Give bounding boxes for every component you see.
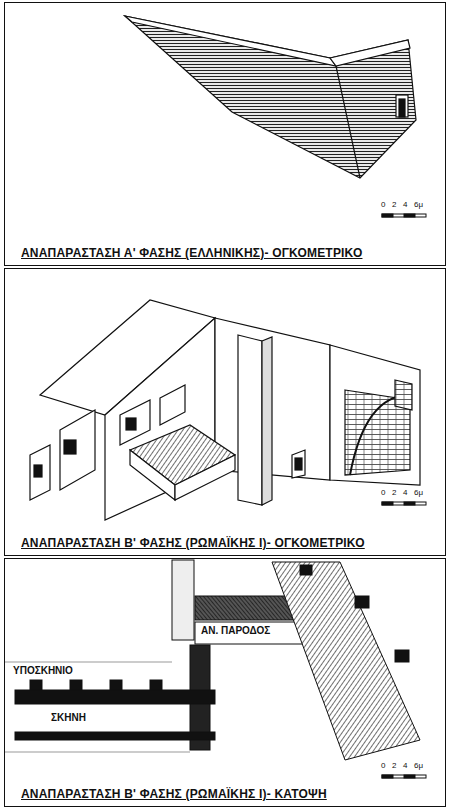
drawing-panel: ΑΝΑΠΑΡΑΣΤΑΣΗ Β' ΦΑΣΗΣ (ΡΩΜΑΪΚΗΣ Ι)- ΟΓΚΟ… [4, 268, 446, 556]
scale-number: 6μ [413, 201, 424, 210]
drawing-panel: ΑΝΑΠΑΡΑΣΤΑΣΗ Β' ΦΑΣΗΣ (ΡΩΜΑΪΚΗΣ Ι)- ΚΑΤΟ… [4, 558, 446, 807]
scale-number: 6μ [413, 762, 424, 771]
passage-label: ΑΝ. ΠΑΡΟΔΟΣ [200, 625, 271, 636]
panel-caption: ΑΝΑΠΑΡΑΣΤΑΣΗ Β' ΦΑΣΗΣ (ΡΩΜΑΪΚΗΣ Ι)- ΟΓΚΟ… [21, 536, 365, 550]
scale-number: 2 [391, 201, 397, 210]
scale-number: 6μ [413, 489, 424, 498]
drawing-panel: ΑΝΑΠΑΡΑΣΤΑΣΗ Α' ΦΑΣΗΣ (ΕΛΛΗΝΙΚΗΣ)- ΟΓΚΟΜ… [4, 2, 446, 266]
scale-number: 4 [402, 201, 408, 210]
scale-number: 0 [380, 762, 386, 771]
panel-caption: ΑΝΑΠΑΡΑΣΤΑΣΗ Α' ΦΑΣΗΣ (ΕΛΛΗΝΙΚΗΣ)- ΟΓΚΟΜ… [21, 246, 362, 260]
scale-number: 4 [402, 489, 408, 498]
scale-number: 0 [380, 489, 386, 498]
roman-volume [30, 300, 420, 520]
panel-caption: ΑΝΑΠΑΡΑΣΤΑΣΗ Β' ΦΑΣΗΣ (ΡΩΜΑΪΚΗΣ Ι)- ΚΑΤΟ… [21, 787, 327, 801]
room-label: ΥΠΟΣΚΗΝΙΟ [12, 665, 74, 676]
scale-number: 4 [402, 762, 408, 771]
roman-plan [5, 560, 420, 760]
scale-number: 2 [391, 762, 397, 771]
greek-wall-volume [125, 16, 416, 178]
room-label: ΣΚΗΝΗ [50, 712, 87, 723]
scale-number: 2 [391, 489, 397, 498]
scale-bar [382, 214, 426, 778]
scale-number: 0 [380, 201, 386, 210]
